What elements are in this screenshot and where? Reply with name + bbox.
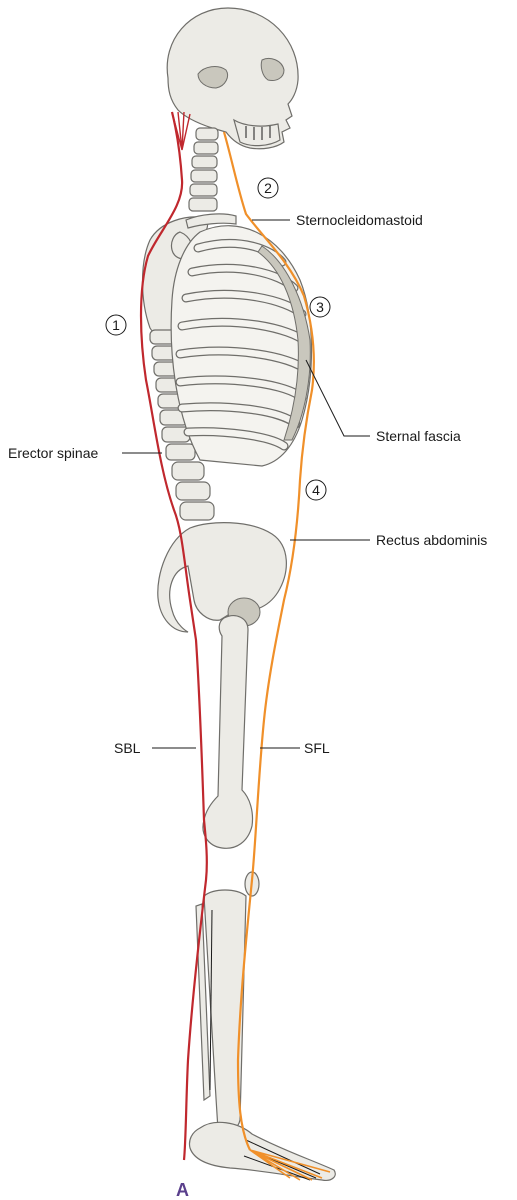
label-sternal-fascia: Sternal fascia [376,428,461,444]
marker-3: 3 [310,297,330,317]
svg-text:2: 2 [264,180,272,196]
skeleton [143,8,336,1180]
marker-2: 2 [258,178,278,198]
marker-4: 4 [306,480,326,500]
label-erector-spinae: Erector spinae [8,445,98,461]
label-sfl: SFL [304,740,330,756]
pelvis [158,523,287,632]
femur [203,616,259,896]
svg-text:3: 3 [316,299,324,315]
panel-letter: A [176,1180,189,1200]
cervical-spine [189,128,218,211]
rib-cage [171,226,311,466]
foot [189,1122,335,1180]
marker-1: 1 [106,315,126,335]
label-rectus-abdominis: Rectus abdominis [376,532,487,548]
svg-text:1: 1 [112,317,120,333]
lumbar-spine [172,462,214,520]
label-sternocleidomastoid: Sternocleidomastoid [296,212,423,228]
svg-text:4: 4 [312,482,320,498]
label-sbl: SBL [114,740,141,756]
